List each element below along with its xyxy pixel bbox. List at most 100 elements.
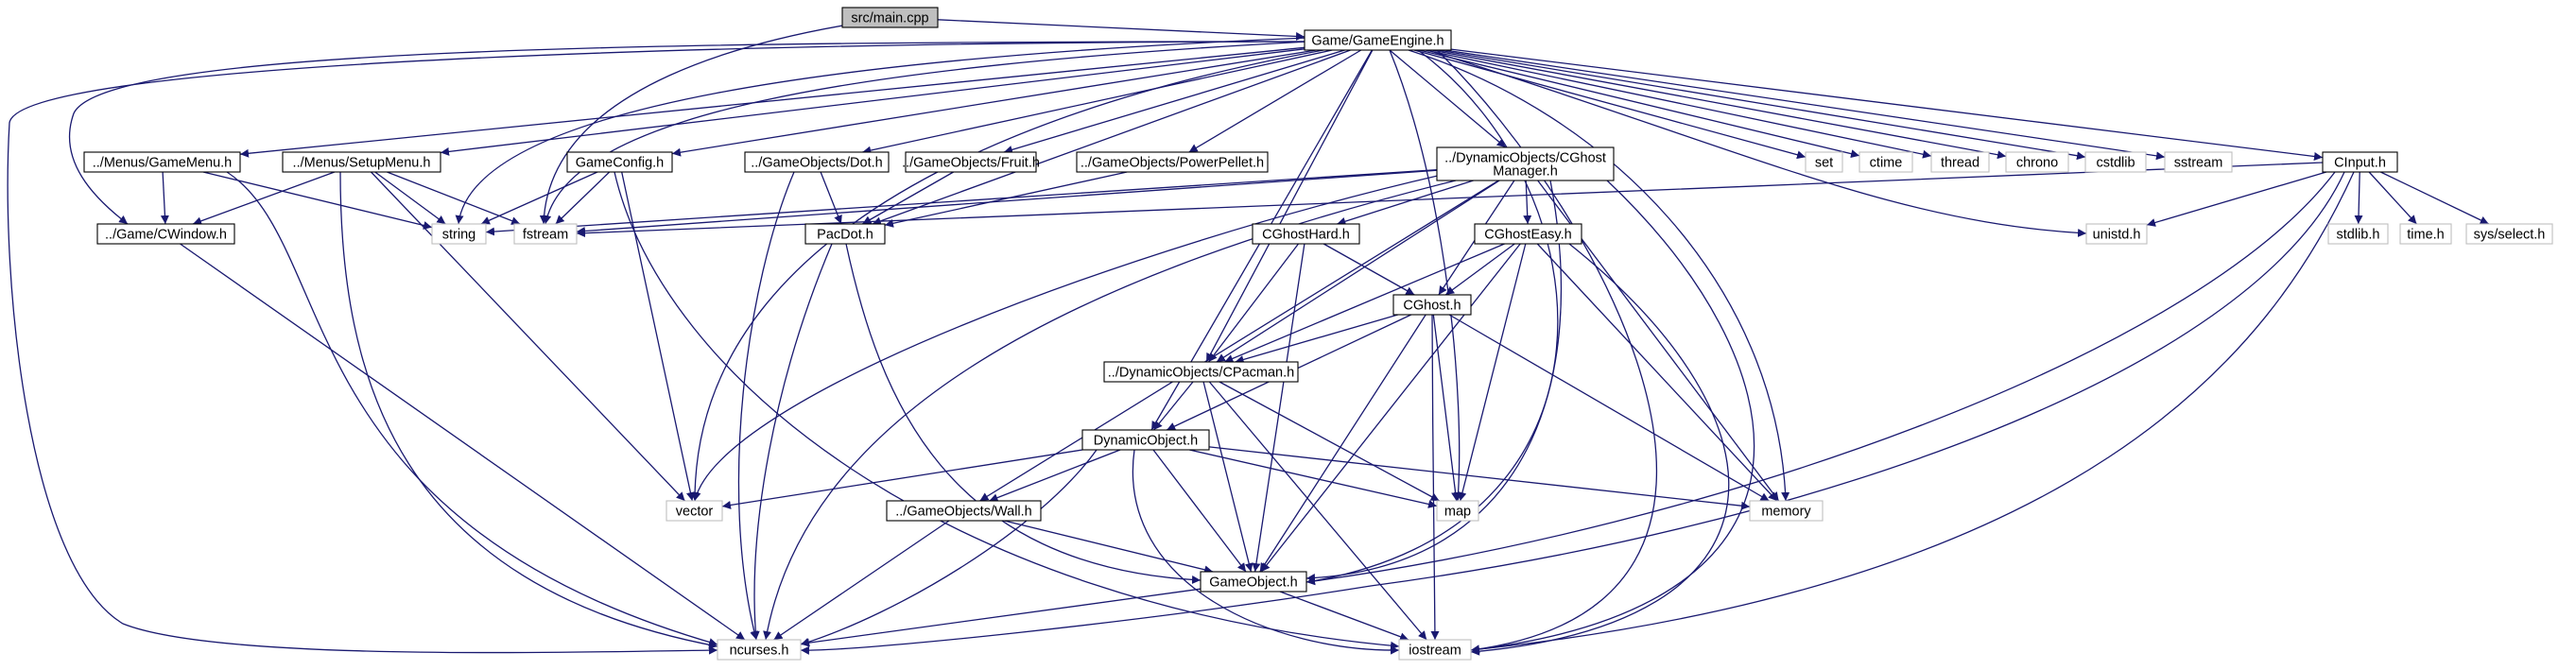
- node-engine[interactable]: Game/GameEngine.h: [1304, 29, 1452, 51]
- node-ghosteasy[interactable]: CGhostEasy.h: [1474, 223, 1582, 245]
- edge-gameobject-to-iostream: [1279, 591, 1409, 642]
- node-box: [1304, 29, 1452, 51]
- node-box: [1252, 223, 1360, 245]
- node-gameobject[interactable]: GameObject.h: [1200, 571, 1307, 593]
- node-map: map: [1436, 500, 1479, 522]
- node-setupmenu[interactable]: ../Menus/SetupMenu.h: [282, 151, 441, 173]
- edge-ghostmanager-to-ncurses: [763, 180, 1457, 641]
- node-cpacman[interactable]: ../DynamicObjects/CPacman.h: [1103, 361, 1299, 383]
- node-ctime: ctime: [1859, 151, 1913, 173]
- edge-fruit-to-pacdot: [862, 171, 954, 225]
- edge-dot-to-ncurses: [737, 171, 795, 641]
- edge-engine-to-string: [455, 37, 1309, 225]
- edge-gamemenu-to-cwindow: [160, 171, 169, 225]
- node-box: [2322, 151, 2398, 173]
- node-label: iostream: [1409, 644, 1461, 659]
- node-label: ../GameObjects/Wall.h: [895, 505, 1032, 520]
- node-vector: vector: [666, 500, 723, 522]
- edge-engine-to-cwindow: [68, 41, 1307, 225]
- node-box: [566, 151, 673, 173]
- edge-gamemenu-to-string: [202, 171, 433, 230]
- node-box: [1081, 429, 1210, 451]
- node-dot[interactable]: ../GameObjects/Dot.h: [744, 151, 890, 173]
- node-label: string: [442, 228, 475, 243]
- edge-engine-to-gameconfig: [671, 49, 1317, 157]
- edge-engine-to-gamemenu: [239, 46, 1305, 158]
- edge-cghost-to-gameobject: [1259, 314, 1426, 573]
- node-cwindow[interactable]: ../Game/CWindow.h: [96, 223, 235, 245]
- node-box: [1930, 151, 1990, 173]
- edge-setupmenu-to-string: [374, 171, 446, 225]
- node-label: ../Game/CWindow.h: [105, 228, 227, 243]
- node-label: ctime: [1870, 156, 1903, 171]
- node-box: [1103, 361, 1299, 383]
- node-powerpellet[interactable]: ../GameObjects/PowerPellet.h: [1076, 151, 1269, 173]
- node-box: [804, 223, 886, 245]
- node-cghost[interactable]: CGhost.h: [1392, 294, 1472, 316]
- node-label: vector: [676, 505, 714, 520]
- edge-cinput-to-sysselect: [2380, 171, 2489, 225]
- node-box: [666, 500, 723, 522]
- node-label: unistd.h: [2093, 228, 2141, 243]
- edge-dynamicobject-to-ncurses: [800, 449, 1098, 646]
- node-ghosthard[interactable]: CGhostHard.h: [1252, 223, 1360, 245]
- edge-engine-to-set: [1413, 49, 1807, 160]
- node-box: [886, 500, 1042, 522]
- edge-dynamicobject-to-memory: [1208, 446, 1751, 510]
- node-box: [1859, 151, 1913, 173]
- edge-ghosthard-to-cghost: [1323, 243, 1415, 296]
- node-label: ncurses.h: [730, 644, 789, 659]
- node-label: stdlib.h: [2337, 228, 2380, 243]
- node-box: [717, 639, 802, 661]
- node-label: ../GameObjects/PowerPellet.h: [1081, 156, 1264, 171]
- edge-dynamicobject-to-vector: [721, 449, 1083, 509]
- edge-engine-to-powerpellet: [1188, 49, 1362, 153]
- edge-engine-to-cstdlib: [1437, 49, 2086, 161]
- edge-setupmenu-to-cwindow: [192, 171, 336, 226]
- node-gameconfig[interactable]: GameConfig.h: [566, 151, 673, 173]
- edge-engine-to-fstream: [543, 41, 1309, 225]
- edge-cinput-to-unistd: [2146, 171, 2327, 227]
- edge-ghostmanager-to-ghosthard: [1337, 180, 1474, 226]
- node-memory: memory: [1749, 500, 1824, 522]
- node-label: src/main.cpp: [851, 11, 928, 26]
- edge-ghosthard-to-gameobject: [1252, 243, 1305, 573]
- node-box: [1749, 500, 1824, 522]
- node-label: CGhost.h: [1403, 299, 1461, 314]
- node-pacdot[interactable]: PacDot.h: [804, 223, 886, 245]
- node-wall[interactable]: ../GameObjects/Wall.h: [886, 500, 1042, 522]
- edge-ghostmanager-to-cpacman: [1216, 180, 1500, 363]
- edge-setupmenu-to-vector: [371, 171, 685, 502]
- node-fruit[interactable]: ../GameObjects/Fruit.h: [902, 151, 1040, 173]
- edge-main-to-engine: [937, 19, 1305, 41]
- edge-ghostmanager-to-ghosteasy: [1523, 180, 1532, 225]
- edge-gameconfig-to-vector: [621, 171, 695, 502]
- node-timeh: time.h: [2399, 223, 2452, 245]
- node-box: [2085, 223, 2148, 245]
- edge-ghosteasy-to-iostream: [1470, 243, 1730, 656]
- node-gamemenu[interactable]: ../Menus/GameMenu.h: [83, 151, 241, 173]
- node-box: [841, 7, 939, 28]
- edge-gameobject-to-ncurses: [800, 588, 1202, 647]
- node-cinput[interactable]: CInput.h: [2322, 151, 2398, 173]
- node-dynamicobject[interactable]: DynamicObject.h: [1081, 429, 1210, 451]
- edge-engine-to-memory: [1408, 49, 1790, 502]
- edge-dynamicobject-to-iostream: [1132, 449, 1400, 655]
- edge-dynamicobject-to-map: [1189, 449, 1438, 508]
- edge-main-to-fstream: [539, 16, 899, 225]
- node-iostream: iostream: [1398, 639, 1472, 661]
- node-fstream: fstream: [513, 223, 578, 245]
- edge-setupmenu-to-ncurses: [339, 171, 718, 649]
- edge-cghost-to-memory: [1448, 314, 1770, 502]
- node-sstream: sstream: [2164, 151, 2233, 173]
- node-stdlib: stdlib.h: [2327, 223, 2389, 245]
- node-box: [1076, 151, 1269, 173]
- edge-engine-to-unistd: [1426, 49, 2087, 237]
- node-main[interactable]: src/main.cpp: [841, 7, 939, 28]
- node-label: sys/select.h: [2474, 228, 2546, 243]
- edge-ghostmanager-to-fstream: [576, 169, 1438, 235]
- node-label: ../Menus/GameMenu.h: [93, 156, 233, 171]
- edge-engine-to-vector: [690, 49, 1324, 502]
